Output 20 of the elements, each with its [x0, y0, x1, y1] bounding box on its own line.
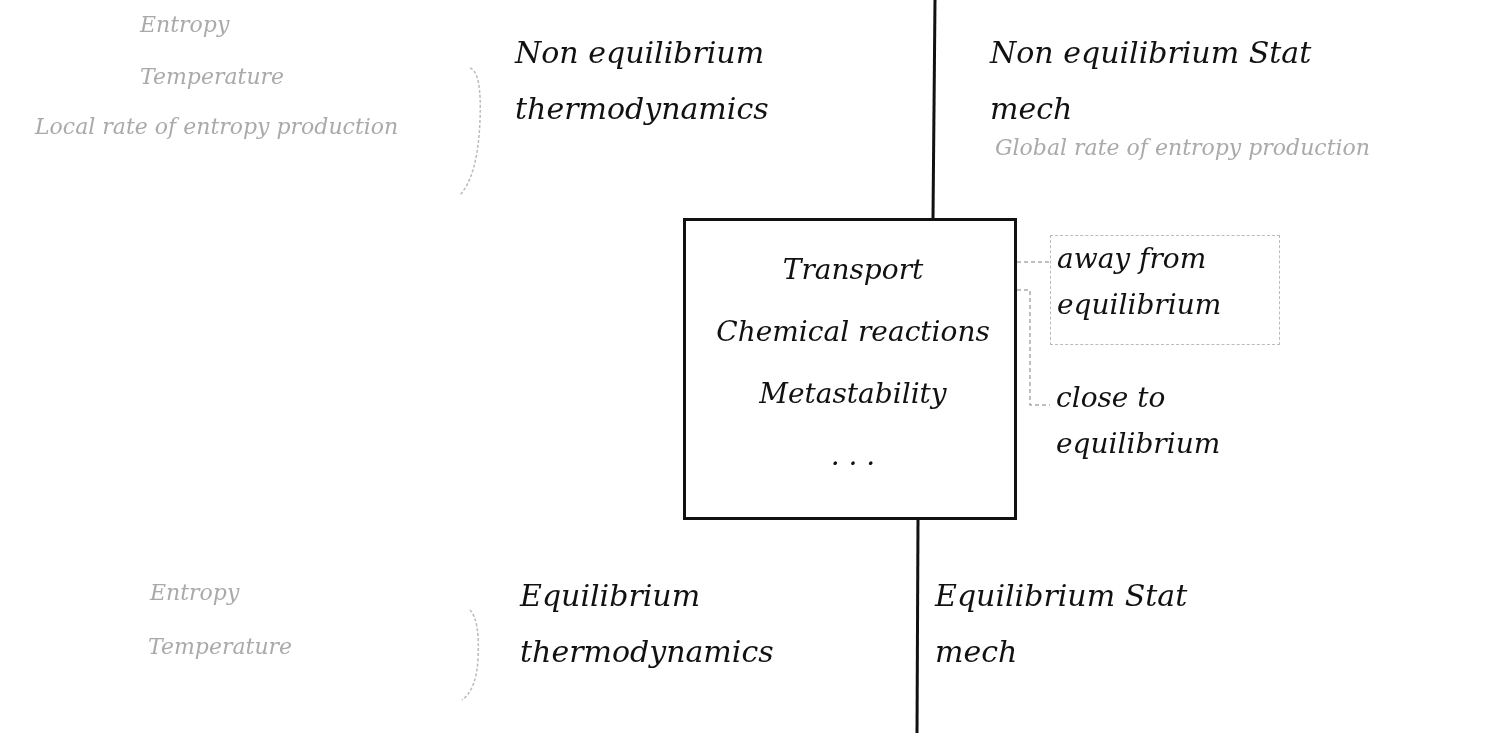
faint-note: Entropy: [140, 11, 231, 39]
note-box: [1050, 235, 1280, 345]
item-text: away from equilibrium: [1056, 241, 1223, 323]
leader-line: [1016, 261, 1051, 263]
faint-note: Temperature: [148, 633, 294, 661]
item-text: . . .: [829, 438, 877, 474]
quadrant-heading: Non equilibrium thermodynamics: [515, 34, 770, 128]
topic-box: [683, 218, 1017, 520]
item-text: Metastability: [758, 376, 948, 412]
leader-line: [1016, 289, 1051, 406]
item-text: close to equilibrium: [1055, 380, 1222, 462]
faint-note: Global rate of entropy production: [995, 134, 1371, 162]
faint-note: Temperature: [140, 63, 286, 91]
faint-note: Local rate of entropy production: [35, 113, 400, 141]
faint-note: Entropy: [150, 579, 241, 607]
item-text: Chemical reactions: [715, 314, 991, 350]
item-text: Transport: [781, 252, 925, 288]
quadrant-heading: Non equilibrium Stat mech: [990, 34, 1313, 128]
quadrant-heading: Equilibrium thermodynamics: [520, 577, 775, 671]
quadrant-heading: Equilibrium Stat mech: [935, 577, 1189, 671]
